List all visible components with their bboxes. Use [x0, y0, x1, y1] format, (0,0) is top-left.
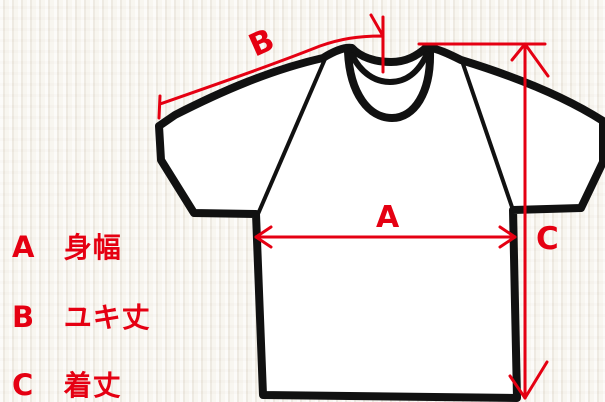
legend-text-a: 身幅	[63, 231, 122, 264]
legend-row-b: B ユキ丈	[12, 303, 151, 339]
legend-row-c: C 着丈	[12, 371, 122, 402]
right-raglan-seam	[460, 60, 515, 211]
inner-neck-band	[349, 51, 430, 86]
label-a: A	[376, 200, 400, 235]
length-bottom-arrow	[508, 360, 549, 400]
label-b: B	[244, 22, 280, 65]
legend-row-a: A 身幅	[12, 233, 122, 269]
tshirt-outline	[155, 43, 605, 402]
legend-text-b: ユキ丈	[63, 301, 151, 334]
legend-key-a: A	[12, 230, 35, 264]
neck-opening	[344, 48, 435, 123]
left-raglan-seam	[256, 58, 327, 215]
label-c: C	[536, 221, 559, 257]
body-width-left-arrow	[254, 225, 273, 249]
body-width-right-arrow	[498, 225, 517, 249]
legend-text-c: 着丈	[63, 369, 122, 402]
length-top-arrow	[510, 42, 550, 78]
shoulder-to-sleeve-line	[157, 13, 385, 120]
legend-key-b: B	[12, 300, 35, 334]
measurement-legend: A 身幅 B ユキ丈 C 着丈	[12, 229, 222, 402]
legend-key-c: C	[12, 368, 34, 402]
